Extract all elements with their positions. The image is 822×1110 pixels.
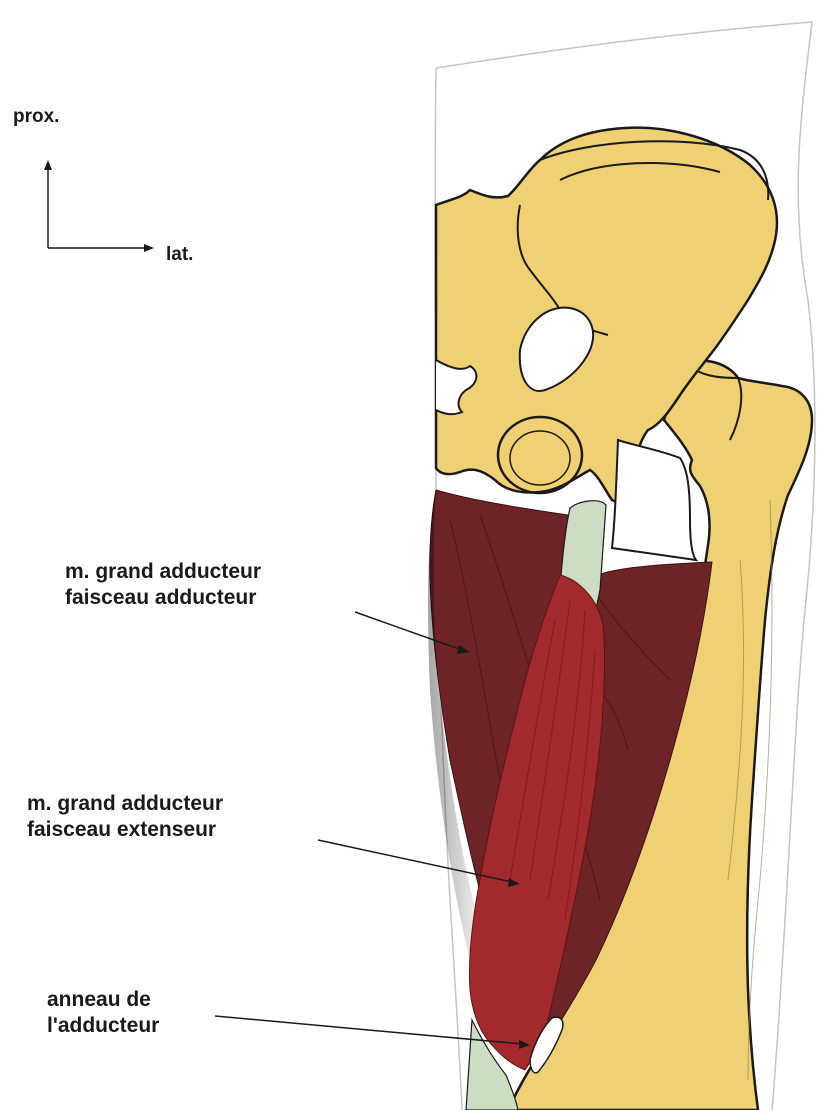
lateral-arrow-head bbox=[144, 244, 154, 252]
adductor-part-label-line2: faisceau adducteur bbox=[65, 586, 256, 609]
adductor-ring-label-line1: anneau de bbox=[47, 988, 151, 1011]
lateral-label: lat. bbox=[166, 244, 193, 265]
adductor-part-label-line1: m. grand adducteur bbox=[65, 560, 261, 583]
extensor-part-label-line2: faisceau extenseur bbox=[27, 818, 216, 841]
proximal-arrow-head bbox=[44, 160, 52, 170]
ischio-femoral-gap bbox=[612, 440, 696, 560]
extensor-part-label-line1: m. grand adducteur bbox=[27, 792, 223, 815]
proximal-label: prox. bbox=[13, 106, 59, 127]
orientation-indicator bbox=[44, 160, 154, 252]
adductor-ring-label-line2: l'adducteur bbox=[47, 1014, 159, 1037]
